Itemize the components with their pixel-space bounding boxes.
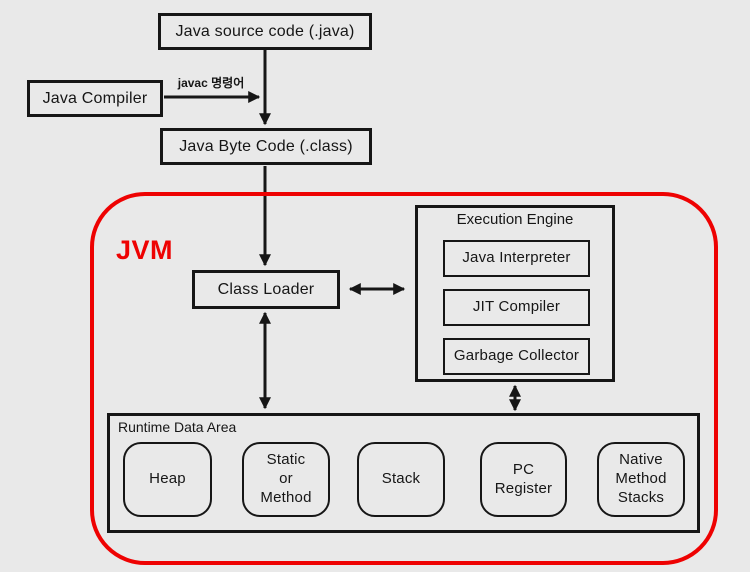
javac-command-label: javac 명령어 xyxy=(177,76,245,90)
java-compiler-box: Java Compiler xyxy=(27,80,163,117)
heap-box: Heap xyxy=(123,442,212,517)
native-method-stacks-box: Native Method Stacks xyxy=(597,442,685,517)
class-loader-box: Class Loader xyxy=(192,270,340,309)
java-byte-code-box: Java Byte Code (.class) xyxy=(160,128,372,165)
stack-box: Stack xyxy=(357,442,445,517)
jit-compiler-box: JIT Compiler xyxy=(443,289,590,326)
runtime-data-area-label: Runtime Data Area xyxy=(118,419,237,435)
jvm-label: JVM xyxy=(116,235,174,265)
jvm-boundary xyxy=(90,192,718,565)
java-interpreter-box: Java Interpreter xyxy=(443,240,590,277)
static-or-method-box: Static or Method xyxy=(242,442,330,517)
java-source-code-box: Java source code (.java) xyxy=(158,13,372,50)
garbage-collector-box: Garbage Collector xyxy=(443,338,590,375)
pc-register-box: PC Register xyxy=(480,442,567,517)
execution-engine-title: Execution Engine xyxy=(456,211,574,228)
